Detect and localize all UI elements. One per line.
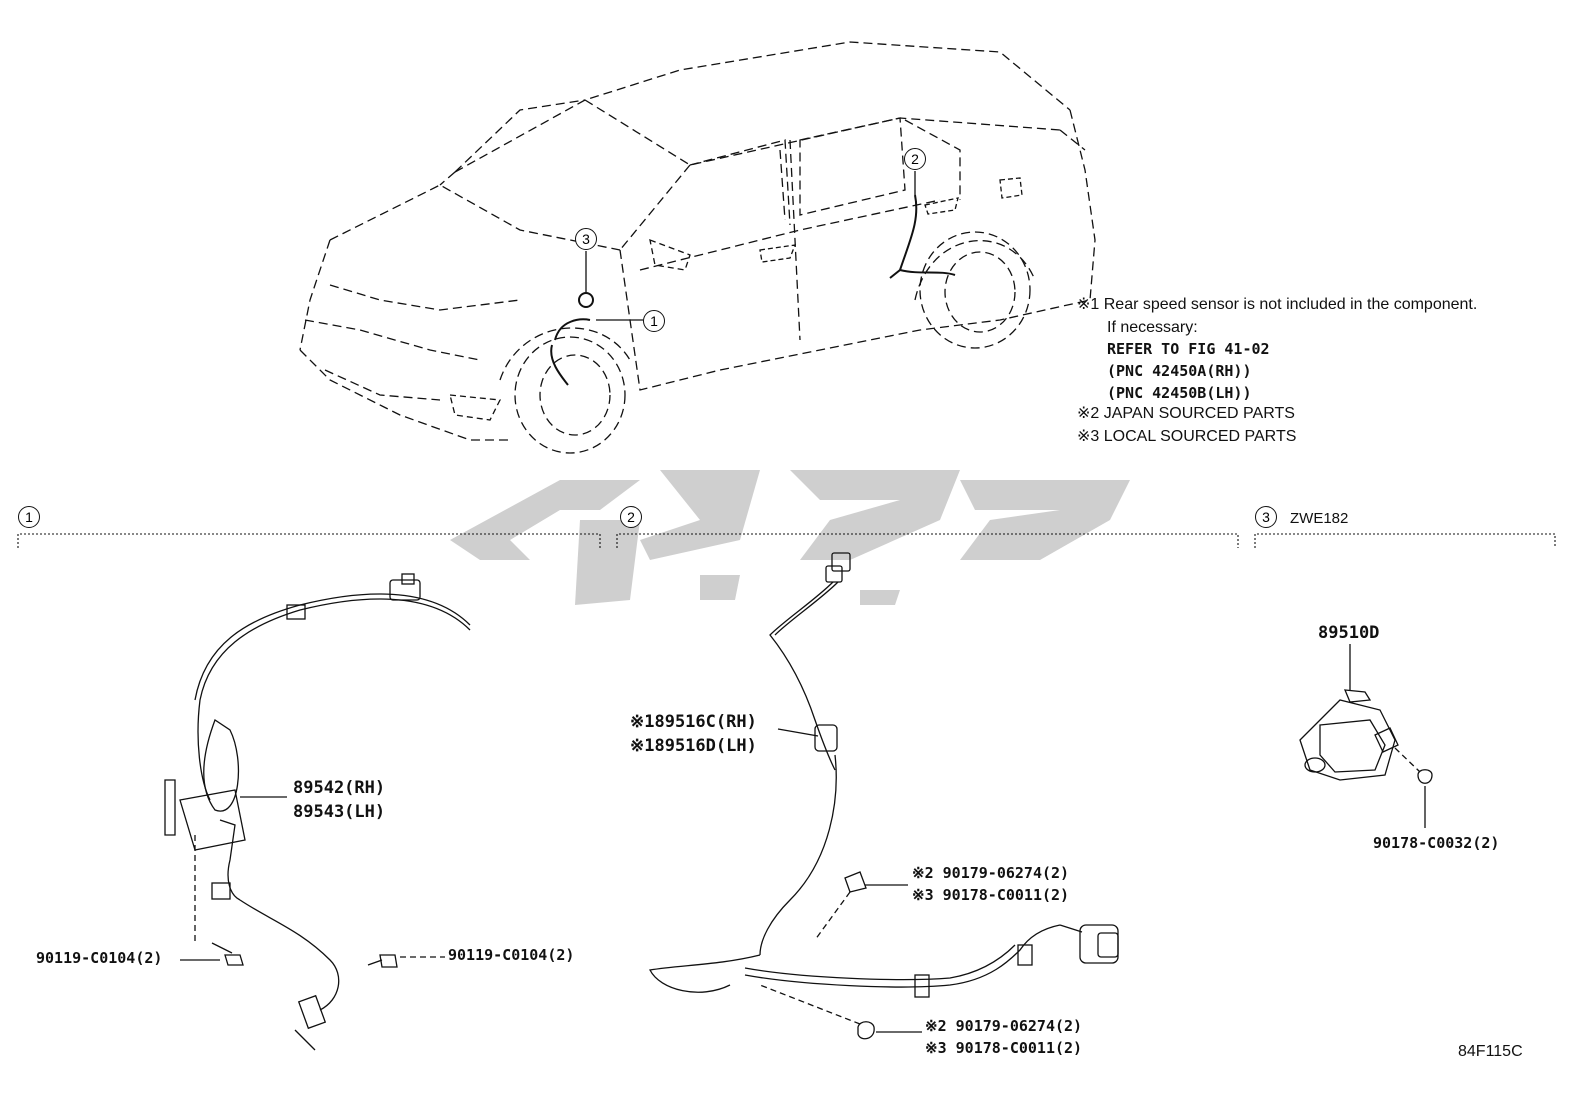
callout-3-car: 3: [575, 228, 597, 250]
part-bolt-right: 90119-C0104(2): [448, 946, 575, 964]
watermark-logo: [450, 470, 1130, 605]
note-1-line-4: (PNC 42450A(RH)): [1107, 362, 1252, 380]
part-nut-90178-c0032: 90178-C0032(2): [1373, 834, 1500, 852]
part-clip-lower-jp: ※2 90179-06274(2): [925, 1017, 1083, 1035]
section-brackets: [17, 533, 1556, 548]
section-1-number: 1: [18, 506, 40, 528]
note-1-line-5: (PNC 42450B(LH)): [1107, 384, 1252, 402]
section-3-model: ZWE182: [1290, 510, 1349, 527]
part-89510d: 89510D: [1318, 623, 1380, 643]
note-1-line-2: If necessary:: [1107, 319, 1198, 336]
part-clip-upper-local: ※3 90178-C0011(2): [912, 886, 1070, 904]
callout-2-car: 2: [904, 148, 926, 170]
part-clip-upper-jp: ※2 90179-06274(2): [912, 864, 1070, 882]
note-2: ※2 JAPAN SOURCED PARTS: [1077, 405, 1295, 422]
part-89542-rh: 89542(RH): [293, 778, 386, 798]
rear-speed-sensor-drawing: [649, 552, 1119, 1040]
part-89543-lh: 89543(LH): [293, 802, 386, 822]
note-3: ※3 LOCAL SOURCED PARTS: [1077, 428, 1297, 445]
section-3-number: 3: [1255, 506, 1277, 528]
section-2-number: 2: [620, 506, 642, 528]
part-bolt-left: 90119-C0104(2): [36, 949, 163, 967]
part-clip-lower-local: ※3 90178-C0011(2): [925, 1039, 1083, 1057]
part-89516c-rh: ※189516C(RH): [630, 712, 757, 732]
note-1-line-1: ※1 Rear speed sensor is not included in …: [1077, 296, 1478, 313]
car-illustration: [299, 41, 1096, 454]
front-speed-sensor-drawing: [164, 573, 471, 1051]
figure-code: 84F115C: [1458, 1043, 1523, 1060]
note-1-line-3: REFER TO FIG 41-02: [1107, 340, 1270, 358]
sensor-89510d-drawing: [1299, 644, 1433, 828]
callout-1-car: 1: [643, 310, 665, 332]
part-89516d-lh: ※189516D(LH): [630, 736, 757, 756]
